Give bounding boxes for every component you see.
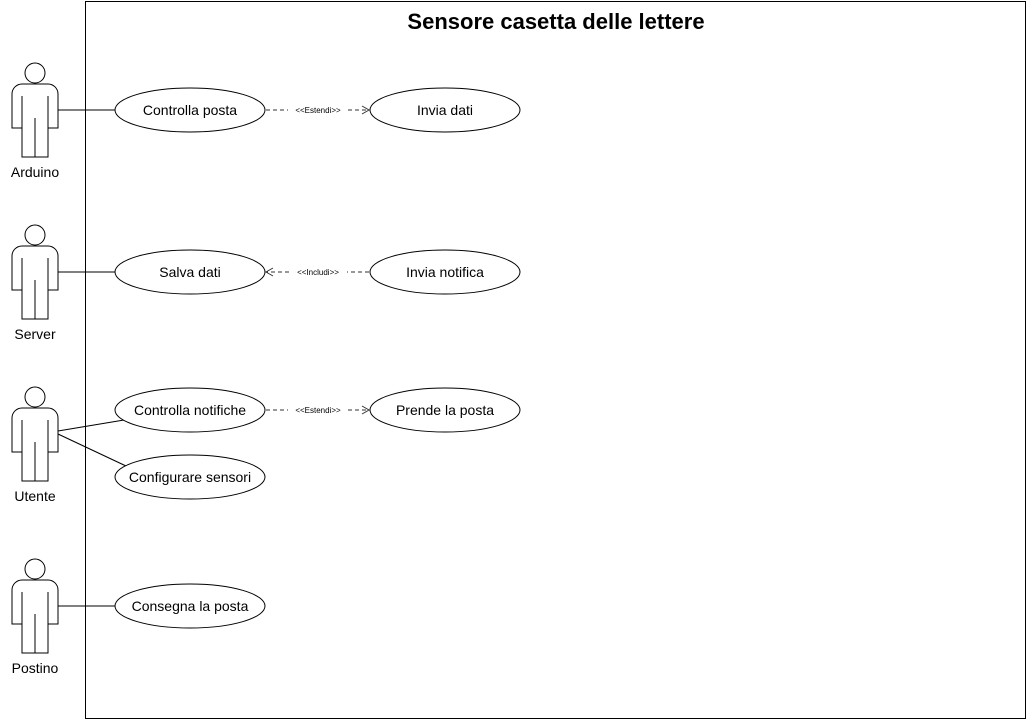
relation-controlla-notifiche-prende-la-posta: <<Estendi>> bbox=[266, 405, 371, 415]
use-case-label: Consegna la posta bbox=[132, 598, 249, 614]
relation-label: <<Estendi>> bbox=[295, 406, 341, 415]
use-case-shape bbox=[114, 583, 266, 629]
relation-label: <<Estendi>> bbox=[295, 106, 341, 115]
actor-head bbox=[24, 224, 46, 246]
actor-label: Postino bbox=[12, 660, 59, 676]
actor-head bbox=[24, 386, 46, 408]
actor-postino[interactable]: Postino bbox=[11, 558, 59, 676]
use-case-controlla-notifiche[interactable]: Controlla notifiche bbox=[114, 387, 266, 433]
relation-label: <<Includi>> bbox=[297, 268, 339, 277]
actor-server[interactable]: Server bbox=[11, 224, 59, 342]
use-case-shape bbox=[114, 387, 266, 433]
use-case-label: Invia dati bbox=[417, 102, 473, 118]
use-case-label: Prende la posta bbox=[396, 402, 494, 418]
use-case-salva-dati[interactable]: Salva dati bbox=[114, 249, 266, 295]
actor-label: Utente bbox=[14, 488, 55, 504]
actor-head bbox=[24, 62, 46, 84]
use-case-label: Controlla posta bbox=[143, 102, 237, 118]
use-case-prende-la-posta[interactable]: Prende la posta bbox=[369, 387, 521, 433]
actor-arduino[interactable]: Arduino bbox=[11, 62, 59, 180]
association-utente-configurare-sensori bbox=[57, 433, 127, 467]
use-case-shape bbox=[114, 454, 266, 500]
use-case-configurare-sensori[interactable]: Configurare sensori bbox=[114, 454, 266, 500]
use-case-invia-dati[interactable]: Invia dati bbox=[369, 87, 521, 133]
system-title: Sensore casetta delle lettere bbox=[407, 9, 704, 34]
use-case-label: Controlla notifiche bbox=[134, 402, 246, 418]
use-case-invia-notifica[interactable]: Invia notifica bbox=[369, 249, 521, 295]
actor-label: Arduino bbox=[11, 164, 59, 180]
association-utente-controlla-notifiche bbox=[57, 419, 125, 432]
use-case-shape bbox=[114, 87, 266, 133]
actor-head bbox=[24, 558, 46, 580]
use-case-consegna-la-posta[interactable]: Consegna la posta bbox=[114, 583, 266, 629]
use-case-controlla-posta[interactable]: Controlla posta bbox=[114, 87, 266, 133]
use-case-label: Salva dati bbox=[159, 264, 220, 280]
use-case-label: Configurare sensori bbox=[129, 469, 251, 485]
use-case-shape bbox=[369, 249, 521, 295]
use-case-label: Invia notifica bbox=[406, 264, 484, 280]
relation-controlla-posta-invia-dati: <<Estendi>> bbox=[266, 105, 371, 115]
actor-label: Server bbox=[14, 326, 56, 342]
actor-utente[interactable]: Utente bbox=[11, 386, 59, 504]
relation-invia-notifica-salva-dati: <<Includi>> bbox=[264, 267, 369, 277]
